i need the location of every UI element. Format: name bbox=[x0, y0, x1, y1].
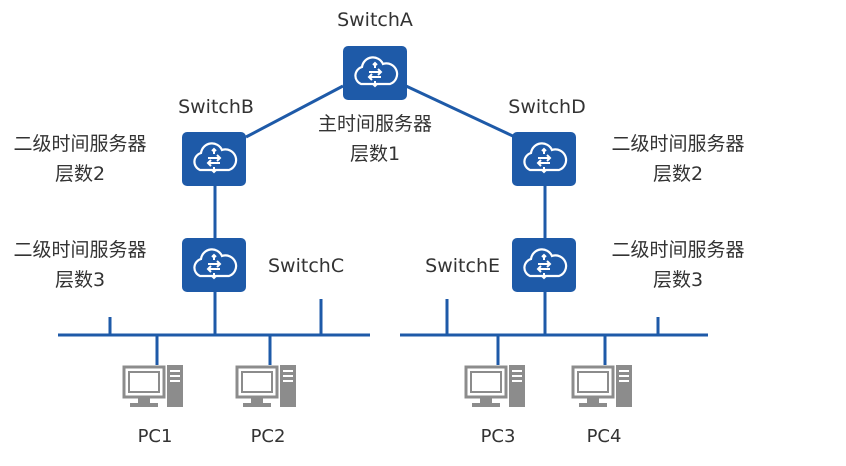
switch-d-stratum: 层数2 bbox=[653, 163, 703, 185]
switch-a-name: SwitchA bbox=[337, 9, 413, 31]
pc3-icon bbox=[464, 363, 527, 409]
switch-c-icon bbox=[180, 236, 248, 294]
link-a-d bbox=[405, 84, 516, 139]
pc4-label: PC4 bbox=[587, 426, 622, 447]
lan-bus-right bbox=[400, 299, 708, 365]
switch-a-stratum: 层数1 bbox=[350, 143, 400, 165]
pc3-label: PC3 bbox=[481, 426, 516, 447]
switch-b-name: SwitchB bbox=[178, 96, 254, 118]
lan-bus-left bbox=[58, 299, 370, 365]
pc1-icon bbox=[122, 363, 185, 409]
link-a-b bbox=[245, 84, 344, 139]
switch-d-name: SwitchD bbox=[508, 96, 585, 118]
switch-d-icon bbox=[510, 130, 578, 188]
pc2-label: PC2 bbox=[251, 426, 286, 447]
switch-b-icon bbox=[180, 130, 248, 188]
switch-b-role: 二级时间服务器 bbox=[13, 133, 146, 155]
switch-e-stratum: 层数3 bbox=[653, 269, 703, 291]
pc2-icon bbox=[235, 363, 298, 409]
switch-a-role: 主时间服务器 bbox=[318, 113, 432, 135]
switch-c-stratum: 层数3 bbox=[55, 269, 105, 291]
switch-a-icon bbox=[341, 44, 409, 102]
switch-e-icon bbox=[510, 236, 578, 294]
pc4-icon bbox=[571, 363, 634, 409]
pc1-label: PC1 bbox=[138, 426, 173, 447]
switch-c-role: 二级时间服务器 bbox=[13, 239, 146, 261]
switch-d-role: 二级时间服务器 bbox=[611, 133, 744, 155]
switch-b-stratum: 层数2 bbox=[55, 163, 105, 185]
switch-e-name: SwitchE bbox=[425, 255, 500, 277]
switch-e-role: 二级时间服务器 bbox=[611, 239, 744, 261]
switch-c-name: SwitchC bbox=[268, 255, 344, 277]
